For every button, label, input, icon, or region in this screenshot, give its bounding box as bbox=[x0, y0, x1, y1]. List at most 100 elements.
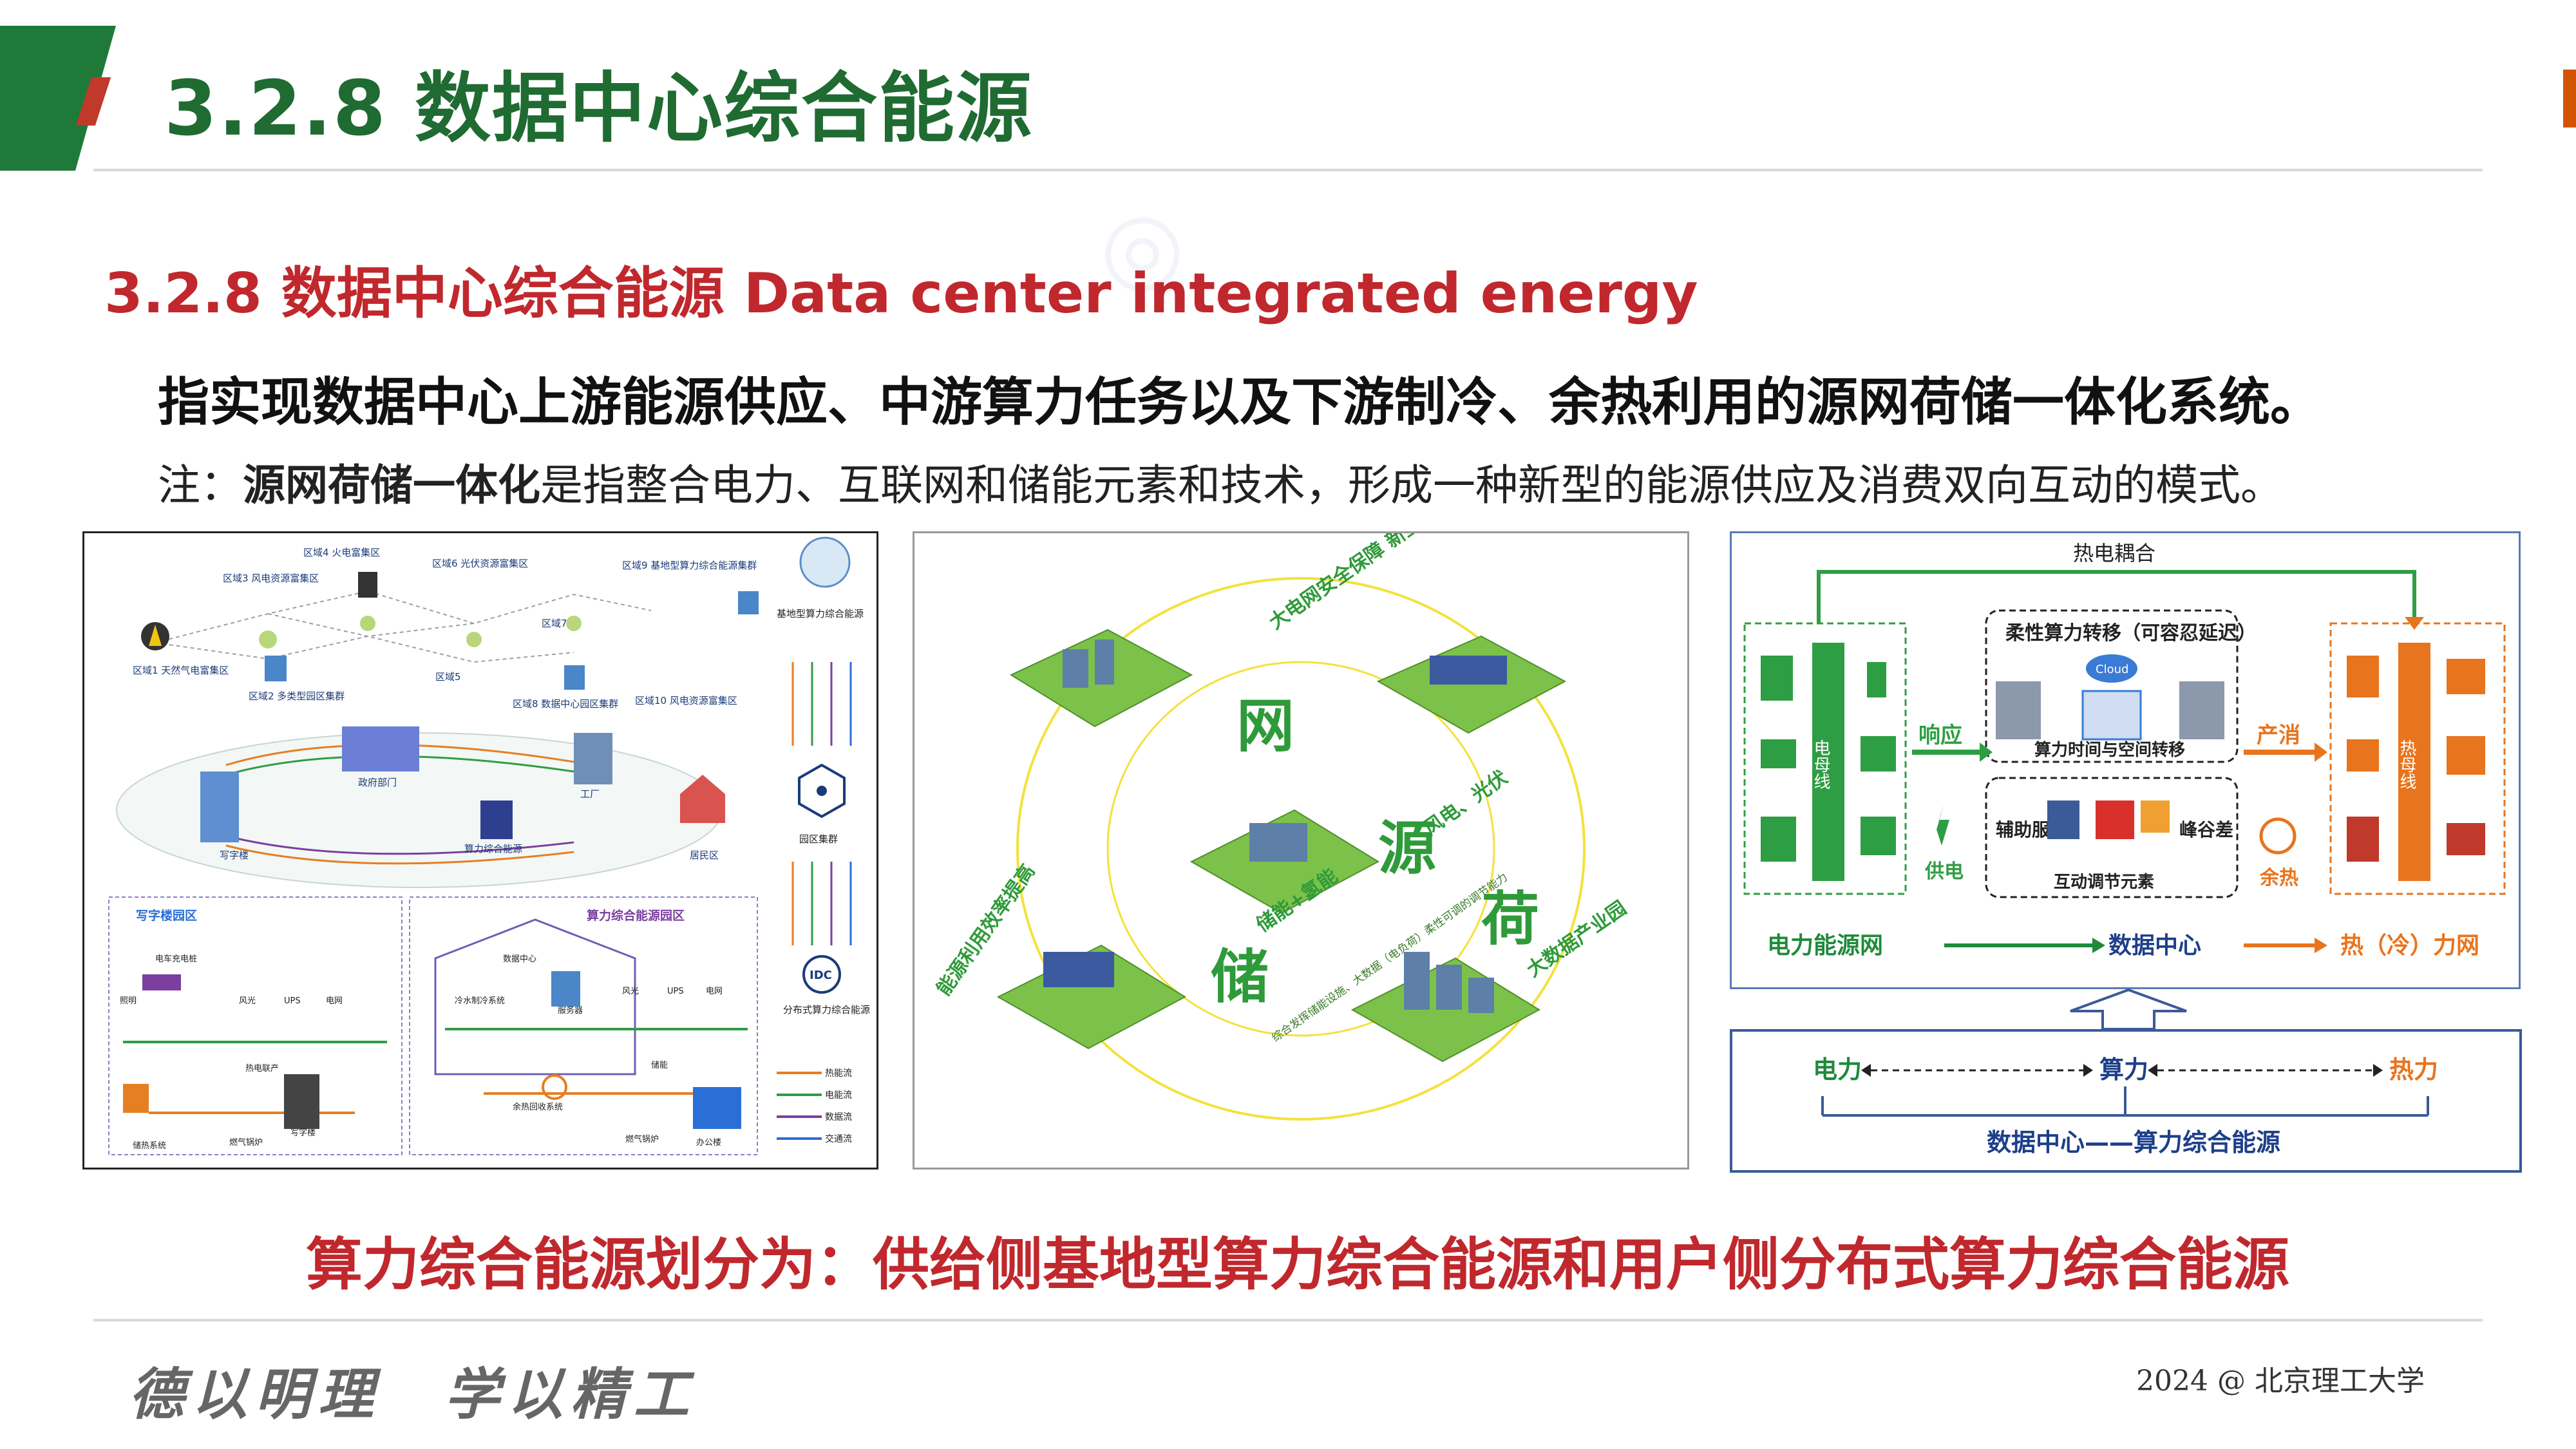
note-term: 源网荷储一体化 bbox=[243, 460, 540, 510]
region-label: 区域6 光伏资源富集区 bbox=[432, 558, 528, 569]
chart-icon bbox=[2141, 800, 2170, 833]
windmill-icon bbox=[1761, 817, 1796, 862]
region-label: 区域2 多类型园区集群 bbox=[249, 690, 345, 702]
office-item: 热电联产 bbox=[245, 1064, 279, 1074]
definition-text: 指实现数据中心上游能源供应、中游算力任务以及下游制冷、余热利用的源网荷储一体化系… bbox=[158, 372, 2322, 432]
note-rest: 是指整合电力、互联网和储能元素和技术，形成一种新型的能源供应及消费双向互动的模式… bbox=[540, 460, 2283, 510]
engine-icon bbox=[2096, 800, 2134, 839]
output-label: 产消 bbox=[2257, 723, 2300, 748]
building-icon bbox=[265, 656, 287, 681]
grid-bus-bar bbox=[1812, 643, 1844, 881]
office-item: 电网 bbox=[326, 996, 343, 1006]
char-yuan: 源 bbox=[1378, 815, 1436, 882]
campus-label: 工厂 bbox=[580, 788, 600, 800]
power-item: 燃气锅炉 bbox=[625, 1134, 659, 1144]
university-motto: 德以明理 学以精工 bbox=[129, 1362, 697, 1427]
power-item: 余热回收系统 bbox=[513, 1102, 563, 1112]
power-item: 数据中心 bbox=[503, 954, 536, 964]
heat-storage-icon bbox=[123, 1084, 149, 1113]
power-item: UPS bbox=[667, 987, 684, 996]
power-item: 电网 bbox=[706, 987, 723, 996]
server-rack-icon bbox=[1996, 681, 2041, 739]
region-label: 区域4 火电富集区 bbox=[303, 547, 380, 558]
region-label: 区域5 bbox=[435, 671, 461, 683]
heater-icon bbox=[2347, 739, 2379, 772]
response-label: 响应 bbox=[1918, 723, 1962, 748]
heat-icons bbox=[2347, 656, 2485, 862]
char-he: 荷 bbox=[1481, 886, 1539, 953]
hydro-icon bbox=[1861, 736, 1896, 772]
waste-heat-icon bbox=[2259, 817, 2297, 855]
office-park-title: 写字楼园区 bbox=[136, 908, 197, 923]
note-text: 注：源网荷储一体化是指整合电力、互联网和储能元素和技术，形成一种新型的能源供应及… bbox=[158, 451, 2283, 513]
legend-label: 电能流 bbox=[825, 1090, 852, 1101]
legend-label: 热能流 bbox=[825, 1068, 852, 1079]
datacenter-icon bbox=[480, 800, 513, 839]
char-wang: 网 bbox=[1236, 692, 1294, 760]
cycle-ring-inner bbox=[1106, 661, 1495, 1037]
grid-icons bbox=[1761, 656, 1896, 862]
campus-flows bbox=[225, 744, 574, 865]
grid-bus-label: 电母线 bbox=[1811, 739, 1830, 790]
solar-icon bbox=[1761, 739, 1796, 768]
coupling-diagram: 热电耦合 电母线 柔性算力转移（可容忍延迟） Cloud 算力时间与空间转移 辅… bbox=[1730, 531, 2521, 989]
interact-label: 互动调节元素 bbox=[2054, 873, 2154, 892]
office-item: 储热系统 bbox=[133, 1141, 166, 1151]
region-label: 区域7 bbox=[542, 618, 567, 629]
footer-divider bbox=[93, 1319, 2483, 1321]
heat-box bbox=[2329, 622, 2506, 895]
dc-energy-box: 电力 算力 热力 数据中心——算力综合能源 bbox=[1730, 1029, 2522, 1173]
lightning-icon bbox=[1937, 804, 1949, 846]
right-label: 分布式算力综合能源 bbox=[783, 1004, 870, 1016]
campus-label: 算力综合能源 bbox=[464, 843, 522, 855]
copyright: 2024 @ 北京理工大学 bbox=[2136, 1365, 2425, 1397]
bottom-heat-label: 热（冷）力网 bbox=[2340, 933, 2479, 959]
dc-caption: 数据中心——算力综合能源 bbox=[1987, 1128, 2280, 1157]
flame-icon bbox=[2347, 656, 2379, 697]
flex-title: 柔性算力转移（可容忍延迟） bbox=[2005, 622, 2257, 645]
bottom-dc-label: 数据中心 bbox=[2108, 933, 2201, 959]
idc-icon bbox=[802, 955, 841, 994]
header-divider bbox=[93, 169, 2483, 171]
house-icon bbox=[680, 775, 725, 823]
pylon-icon bbox=[1761, 656, 1793, 701]
dc-energy-svg: 电力 算力 热力 数据中心——算力综合能源 bbox=[1813, 1056, 2438, 1157]
region-label: 区域9 基地型算力综合能源集群 bbox=[622, 560, 757, 571]
office-item: 照明 bbox=[120, 996, 137, 1006]
campus-label: 政府部门 bbox=[358, 777, 397, 788]
power-park-title: 算力综合能源园区 bbox=[587, 908, 685, 923]
heat-bus-bar bbox=[2398, 643, 2430, 881]
regional-energy-svg: 区域1 天然气电富集区 区域2 多类型园区集群 区域3 风电资源富集区 区域4 … bbox=[108, 536, 870, 1155]
coupling-arrow bbox=[1817, 570, 2416, 623]
office-block-icon bbox=[693, 1087, 741, 1129]
region-label: 区域1 天然气电富集区 bbox=[133, 665, 229, 676]
tank-icon bbox=[2347, 817, 2379, 862]
isometric-svg: 网 源 储 荷 大电网安全保障 新型电网 风电、光伏 大数据产业园 能源利用效率… bbox=[933, 533, 1631, 1121]
power-item: 服务器 bbox=[558, 1005, 583, 1016]
note-prefix: 注： bbox=[158, 460, 243, 510]
legend-label: 交通流 bbox=[825, 1133, 852, 1144]
network-hex-icon bbox=[798, 763, 846, 819]
flow-arrows bbox=[791, 662, 852, 746]
heat-bus-label: 热母线 bbox=[2397, 739, 2416, 790]
office-item: UPS bbox=[284, 996, 301, 1006]
office-tower-icon bbox=[200, 772, 239, 842]
coupling-svg: 热电耦合 电母线 柔性算力转移（可容忍延迟） Cloud 算力时间与空间转移 辅… bbox=[1743, 541, 2506, 959]
right-label: 基地型算力综合能源 bbox=[777, 608, 864, 620]
region-label: 区域3 风电资源富集区 bbox=[223, 573, 319, 584]
meter-icon bbox=[2047, 800, 2079, 839]
cloud-icon bbox=[2086, 654, 2137, 683]
flow-legend: 热能流 电能流 数据流 交通流 bbox=[777, 1068, 852, 1144]
bottom-grid-label: 电力能源网 bbox=[1767, 933, 1883, 959]
road-icon bbox=[799, 536, 851, 588]
source-grid-load-storage-diagram: 网 源 储 荷 大电网安全保障 新型电网 风电、光伏 大数据产业园 能源利用效率… bbox=[913, 531, 1689, 1170]
office-park-box bbox=[108, 896, 402, 1155]
buildings bbox=[1043, 639, 1507, 1013]
fire-icon bbox=[2447, 736, 2485, 775]
top-coupling-label: 热电耦合 bbox=[2073, 541, 2155, 565]
header-right-tab bbox=[2563, 70, 2576, 128]
char-chu: 储 bbox=[1211, 943, 1269, 1011]
mid-label: 能源利用效率提高 bbox=[933, 860, 1039, 1000]
section-heading: 3.2.8 数据中心综合能源 Data center integrated en… bbox=[104, 261, 1698, 326]
regional-energy-diagram: 区域1 天然气电富集区 区域2 多类型园区集群 区域3 风电资源富集区 区域4 … bbox=[82, 531, 878, 1170]
